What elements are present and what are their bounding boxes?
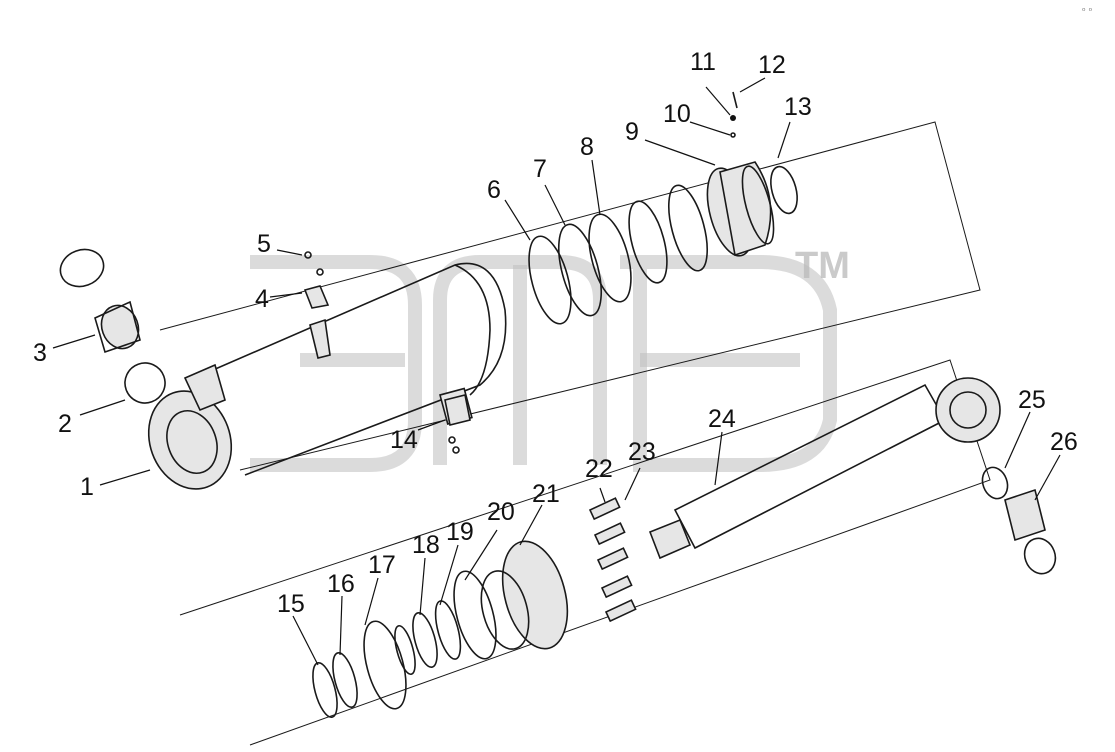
callout-23: 23 — [628, 438, 656, 466]
callout-labels: 1 2 3 4 5 6 7 8 9 10 11 12 13 14 15 16 1… — [33, 48, 1078, 618]
callout-25: 25 — [1018, 386, 1046, 414]
callout-11: 11 — [690, 48, 716, 76]
callout-15: 15 — [277, 590, 305, 618]
callout-26: 26 — [1050, 428, 1078, 456]
callout-19: 19 — [446, 518, 474, 546]
callout-4: 4 — [255, 285, 269, 313]
callout-9: 9 — [625, 118, 639, 146]
piston-rod-24 — [648, 377, 1001, 560]
bushing-26 — [1004, 488, 1057, 575]
retaining-ring-2 — [124, 362, 166, 404]
o-ring-13 — [770, 165, 798, 215]
lower-assembly-frame — [179, 359, 991, 746]
clamp-4 — [303, 251, 331, 359]
callout-16: 16 — [327, 570, 355, 598]
leader-lines — [52, 77, 1061, 666]
callout-14: 14 — [390, 426, 418, 454]
seal-rings-lower — [312, 570, 497, 718]
bushing-3 — [94, 300, 141, 354]
seal-25 — [981, 466, 1009, 500]
callout-2: 2 — [58, 410, 72, 438]
bracket-14 — [444, 394, 471, 454]
callout-22: 22 — [585, 455, 613, 483]
callout-7: 7 — [533, 155, 547, 183]
callout-5: 5 — [257, 230, 271, 258]
callout-12: 12 — [758, 51, 786, 79]
callout-1: 1 — [80, 473, 94, 501]
retaining-ring-top — [59, 248, 105, 288]
gland-21 — [480, 540, 569, 650]
callout-17: 17 — [368, 551, 396, 579]
seal-rings-upper — [528, 184, 708, 325]
corner-mark: ᵒ ᵒ — [1082, 7, 1093, 17]
callout-8: 8 — [580, 133, 594, 161]
piston-9 — [706, 161, 775, 257]
callout-24: 24 — [708, 405, 736, 433]
callout-20: 20 — [487, 498, 515, 526]
trademark-mark: TM — [795, 245, 850, 287]
callout-3: 3 — [33, 339, 47, 367]
bolts-22-23 — [588, 497, 637, 623]
watermark-logo: TM — [250, 245, 850, 472]
callout-6: 6 — [487, 176, 501, 204]
callout-10: 10 — [663, 100, 691, 128]
callout-13: 13 — [784, 93, 812, 121]
bleed-screw-parts — [730, 91, 738, 138]
callout-18: 18 — [412, 531, 440, 559]
callout-21: 21 — [532, 480, 560, 508]
upper-assembly-frame — [159, 121, 981, 471]
